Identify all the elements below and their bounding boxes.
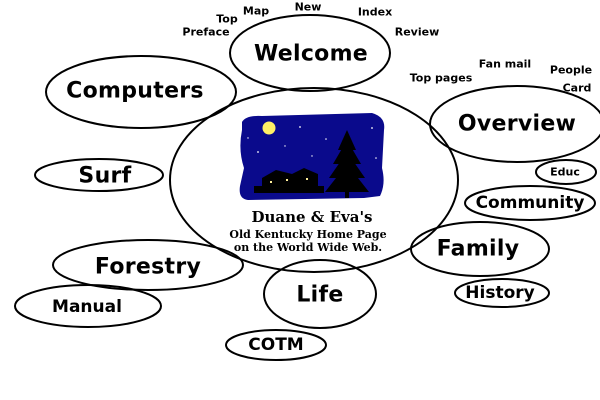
house-windows [270, 178, 308, 183]
top-pages-link[interactable]: Top pages [409, 71, 473, 85]
cotm-link[interactable]: COTM [248, 335, 304, 355]
forestry-ellipse[interactable] [52, 239, 244, 291]
surf-ellipse[interactable] [34, 158, 164, 192]
history-ellipse[interactable] [454, 278, 550, 308]
life-link[interactable]: Life [296, 282, 344, 308]
forestry-link[interactable]: Forestry [94, 254, 202, 280]
pine-tree [325, 130, 369, 198]
night-scene-image [239, 113, 385, 200]
educ-link[interactable]: Educ [550, 165, 580, 179]
center-ellipse [169, 87, 459, 273]
community-ellipse[interactable] [464, 185, 596, 221]
new-link[interactable]: New [294, 0, 322, 14]
life-ellipse[interactable] [263, 259, 377, 329]
family-ellipse[interactable] [410, 221, 550, 277]
index-link[interactable]: Index [357, 5, 393, 19]
educ-ellipse[interactable] [535, 159, 597, 185]
manual-link[interactable]: Manual [52, 297, 122, 317]
cotm-ellipse[interactable] [225, 329, 327, 361]
surf-link[interactable]: Surf [78, 163, 132, 189]
site-subtitle-line-1: Old Kentucky Home Page [229, 228, 387, 241]
history-link[interactable]: History [465, 283, 535, 303]
family-link[interactable]: Family [436, 236, 520, 262]
top-link[interactable]: Top [216, 12, 238, 26]
welcome-link[interactable]: Welcome [253, 41, 369, 67]
site-subtitle-line-2: on the World Wide Web. [233, 241, 383, 254]
farmhouse [254, 168, 324, 193]
manual-ellipse[interactable] [14, 284, 162, 328]
map-link[interactable]: Map [242, 4, 270, 18]
people-link[interactable]: People [549, 63, 593, 77]
site-title: Duane & Eva's [251, 208, 373, 226]
computers-link[interactable]: Computers [66, 78, 204, 104]
community-link[interactable]: Community [475, 193, 585, 213]
overview-ellipse[interactable] [429, 85, 600, 163]
fan-mail-link[interactable]: Fan mail [478, 57, 532, 71]
stars [247, 126, 377, 159]
site-subtitle: Old Kentucky Home Page on the World Wide… [229, 228, 386, 254]
moon [262, 121, 276, 135]
computers-ellipse[interactable] [45, 55, 237, 129]
welcome-ellipse[interactable] [229, 14, 391, 92]
card-link[interactable]: Card [562, 81, 592, 95]
preface-link[interactable]: Preface [182, 25, 230, 39]
overview-link[interactable]: Overview [457, 111, 577, 137]
review-link[interactable]: Review [394, 25, 440, 39]
